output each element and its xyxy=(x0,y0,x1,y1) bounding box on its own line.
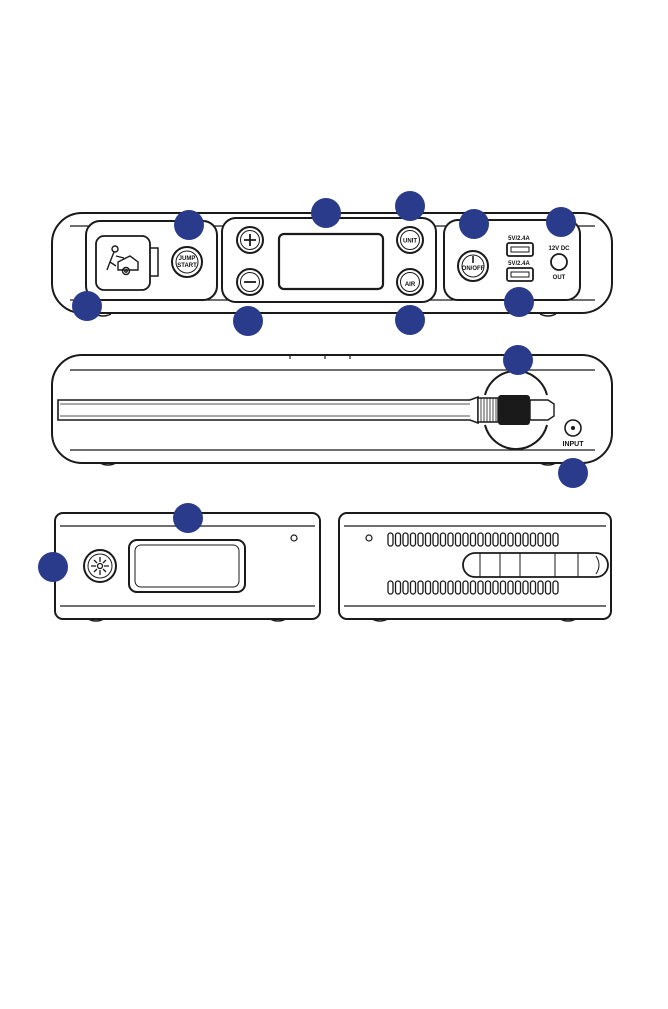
vent-slot xyxy=(463,533,468,546)
callout-marker xyxy=(72,291,102,321)
air-hose[interactable] xyxy=(58,395,554,425)
unit-button[interactable]: UNIT xyxy=(397,227,423,253)
jump-label: JUMP xyxy=(179,256,196,262)
callout-marker xyxy=(395,305,425,335)
vent-slot xyxy=(456,581,461,594)
callout-marker xyxy=(173,503,203,533)
vent-slot xyxy=(546,533,551,546)
vent-slot xyxy=(411,533,416,546)
vent-slot xyxy=(516,581,521,594)
vent-slot xyxy=(478,533,483,546)
callout-marker xyxy=(503,345,533,375)
vent-slot xyxy=(523,533,528,546)
vent-slot xyxy=(456,533,461,546)
vent-slot xyxy=(403,533,408,546)
vent-slot xyxy=(388,533,393,546)
vent-slot xyxy=(538,533,543,546)
vent-slot xyxy=(508,581,513,594)
air-button[interactable]: AIR xyxy=(397,269,423,295)
vent-slot xyxy=(486,533,491,546)
vent-slot xyxy=(441,581,446,594)
clamp-port[interactable] xyxy=(96,236,150,290)
vent-slot xyxy=(403,581,408,594)
callout-marker xyxy=(395,191,425,221)
lcd-display xyxy=(279,234,383,289)
vent-slots-top xyxy=(388,533,558,546)
light-button[interactable] xyxy=(84,550,116,582)
start-label: START xyxy=(177,263,197,269)
on-off-label: ON/OFF xyxy=(462,266,485,272)
vent-slot xyxy=(546,581,551,594)
vent-slot xyxy=(396,581,401,594)
dc-out-label-2: OUT xyxy=(553,275,566,281)
vent-slot xyxy=(388,581,393,594)
vent-slot xyxy=(501,533,506,546)
front-view: JUMP START UNIT AIR xyxy=(52,191,612,336)
indicator-dot xyxy=(366,535,372,541)
vent-slot xyxy=(523,581,528,594)
indicator-dot xyxy=(291,535,297,541)
vent-slot xyxy=(426,533,431,546)
vent-slot xyxy=(553,581,558,594)
vent-slot xyxy=(433,533,438,546)
vent-slot xyxy=(531,581,536,594)
air-label: AIR xyxy=(405,282,416,288)
usb-1-label: 5V/2.4A xyxy=(508,236,530,242)
vent-slot xyxy=(418,581,423,594)
vent-slot xyxy=(433,581,438,594)
vent-slot xyxy=(411,581,416,594)
vent-slot xyxy=(418,533,423,546)
vent-slot xyxy=(553,533,558,546)
side-view: INPUT xyxy=(52,345,612,488)
vent-slot xyxy=(441,533,446,546)
vent-end-view xyxy=(339,513,611,621)
vent-slot xyxy=(448,533,453,546)
callout-marker xyxy=(174,210,204,240)
input-label: INPUT xyxy=(563,441,585,448)
vent-slot xyxy=(493,581,498,594)
vent-slot xyxy=(538,581,543,594)
dc-out-port[interactable] xyxy=(551,254,567,270)
vent-slots-bottom xyxy=(388,581,558,594)
callout-marker xyxy=(558,458,588,488)
minus-button[interactable] xyxy=(237,269,263,295)
callout-marker xyxy=(459,209,489,239)
callout-marker xyxy=(311,198,341,228)
hose-compartment[interactable] xyxy=(463,553,608,577)
vent-slot xyxy=(493,533,498,546)
callout-marker xyxy=(546,207,576,237)
vent-slot xyxy=(531,533,536,546)
callout-marker xyxy=(233,306,263,336)
vent-slot xyxy=(448,581,453,594)
vent-slot xyxy=(478,581,483,594)
vent-slot xyxy=(516,533,521,546)
callout-marker xyxy=(38,552,68,582)
vent-slot xyxy=(486,581,491,594)
jump-start-button[interactable]: JUMP START xyxy=(172,247,202,277)
light-end-view xyxy=(38,503,320,621)
unit-label: UNIT xyxy=(403,239,417,245)
dc-out-label-1: 12V DC xyxy=(548,246,570,252)
vent-slot xyxy=(471,533,476,546)
usb-2-label: 5V/2.4A xyxy=(508,261,530,267)
work-light-lens xyxy=(129,540,245,592)
plus-button[interactable] xyxy=(237,227,263,253)
power-button[interactable]: ON/OFF xyxy=(458,251,488,281)
vent-slot xyxy=(396,533,401,546)
vent-slot xyxy=(471,581,476,594)
vent-slot xyxy=(501,581,506,594)
vent-slot xyxy=(426,581,431,594)
vent-slot xyxy=(508,533,513,546)
vent-slot xyxy=(463,581,468,594)
callout-marker xyxy=(504,287,534,317)
